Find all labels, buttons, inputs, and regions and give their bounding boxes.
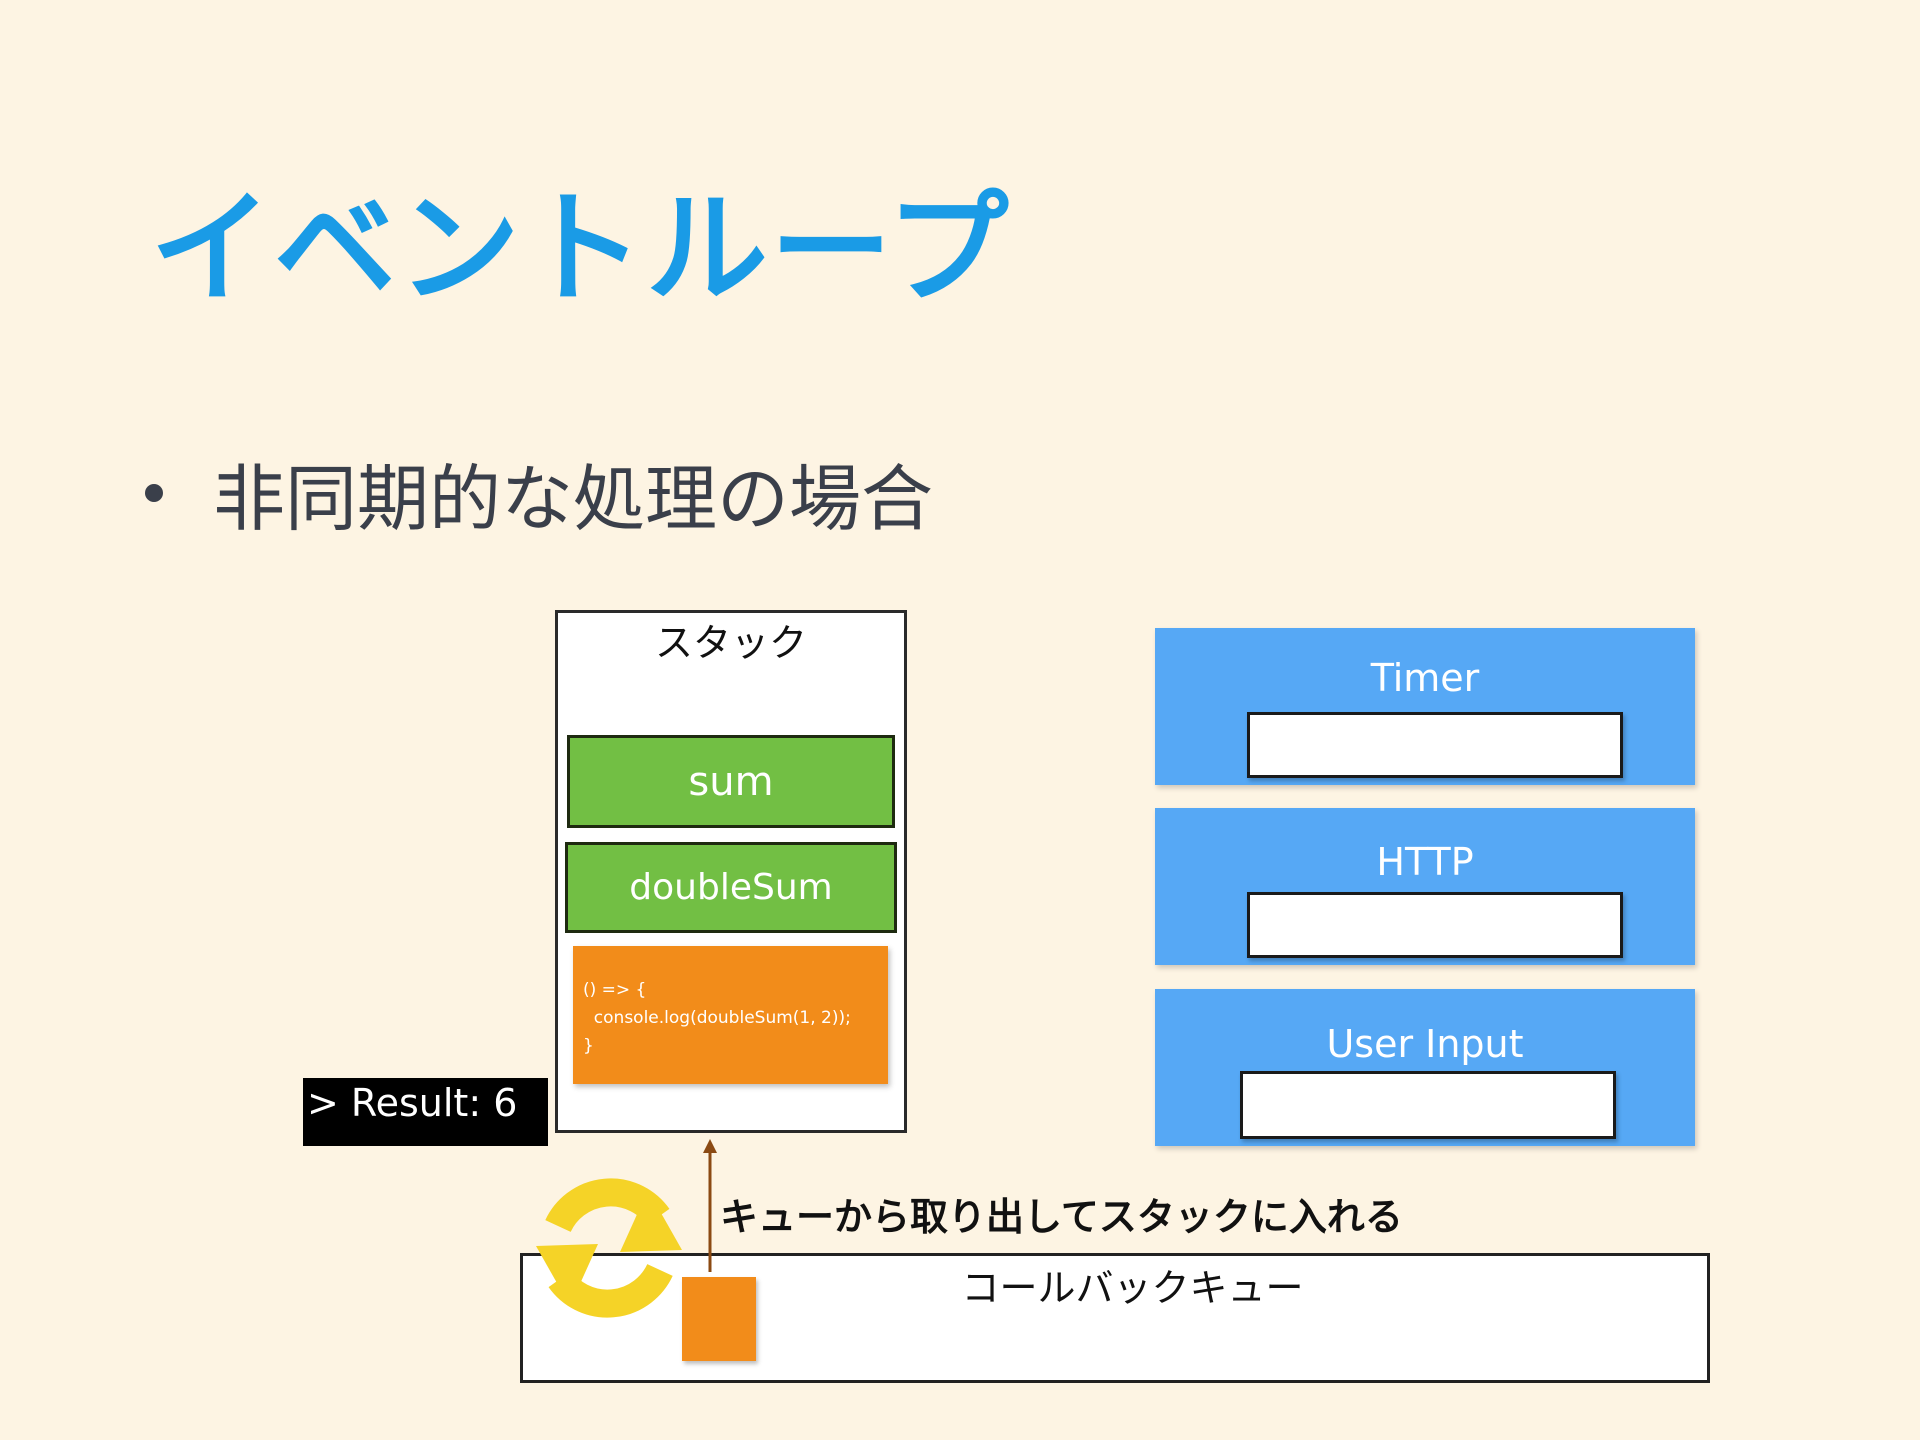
circular-arrows-icon	[536, 1178, 682, 1318]
queued-callback	[682, 1277, 756, 1361]
arrow-caption: キューから取り出してスタックに入れる	[720, 1195, 1403, 1239]
web-api-user-input-label: User Input	[1326, 1022, 1524, 1066]
anonymous-code-line-2: console.log(doubleSum(1, 2));	[583, 1008, 851, 1028]
web-api-user-input-slot	[1240, 1071, 1616, 1139]
arrow-up-icon	[703, 1139, 717, 1272]
stack-frame-anonymous: () => { console.log(doubleSum(1, 2)); }	[573, 946, 888, 1084]
web-api-timer-slot	[1247, 712, 1623, 778]
slide-title: イベントループ	[150, 178, 1011, 320]
web-api-http-label: HTTP	[1376, 840, 1474, 884]
bullet-text: 非同期的な処理の場合	[213, 457, 934, 541]
stack-frame-sum: sum	[567, 735, 895, 828]
call-stack-label: スタック	[654, 621, 807, 665]
anonymous-code-line-1: () => {	[583, 980, 647, 1000]
web-api-timer-label: Timer	[1370, 656, 1480, 700]
web-api-timer: Timer	[1155, 628, 1695, 785]
console-output: > Result: 6	[303, 1078, 548, 1146]
anonymous-code-line-3: }	[583, 1036, 594, 1056]
callback-queue-label: コールバックキュー	[961, 1266, 1304, 1310]
bullet-item: 非同期的な処理の場合	[145, 440, 933, 545]
stack-frame-double-sum: doubleSum	[565, 842, 897, 933]
web-api-user-input: User Input	[1155, 989, 1695, 1146]
bullet-dot	[145, 483, 163, 502]
web-api-http: HTTP	[1155, 808, 1695, 965]
web-api-http-slot	[1247, 892, 1623, 958]
